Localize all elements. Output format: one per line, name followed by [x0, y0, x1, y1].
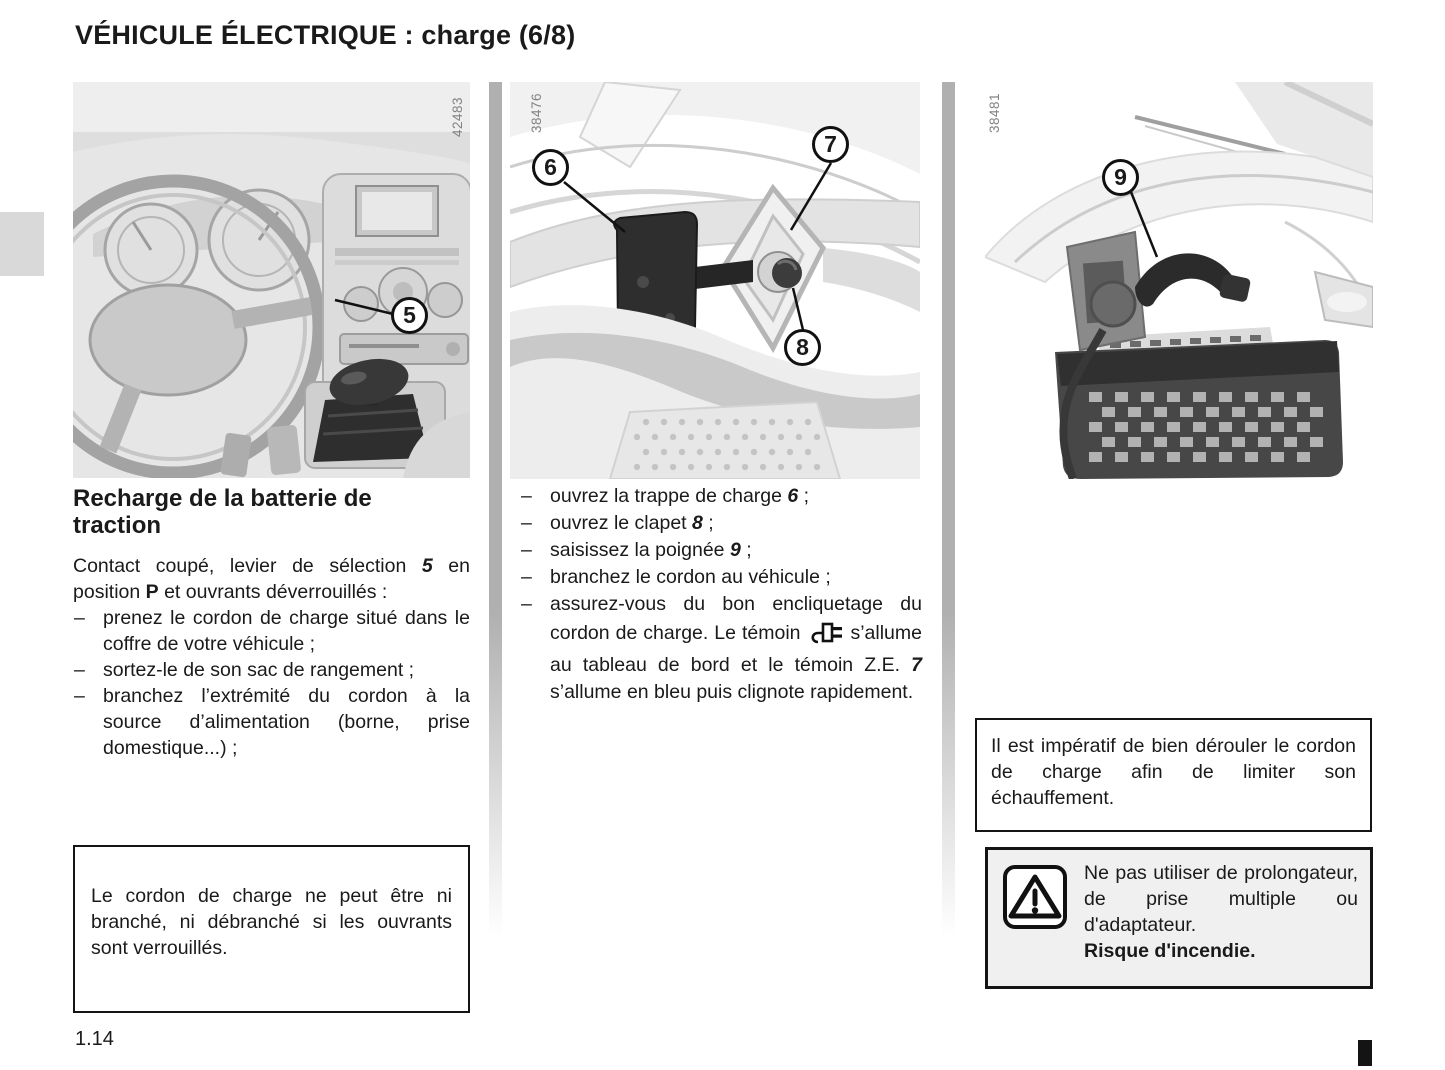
list-item: –ouvrez le clapet 8 ; — [521, 512, 714, 534]
photo-code-label: 38476 — [529, 92, 544, 133]
page-corner-marker — [1358, 1040, 1372, 1066]
charging-indicator-plug-icon — [808, 618, 844, 652]
column-separator-bar — [489, 82, 502, 937]
warning-triangle-icon — [1002, 864, 1068, 976]
fire-risk-label: Risque d'incendie. — [1084, 940, 1256, 962]
note-box-cord-locked: Le cordon de charge ne peut être ni bran… — [73, 845, 470, 1013]
front-hatch-illustration — [510, 82, 920, 479]
dashboard-illustration — [73, 82, 470, 478]
section-tab-marker — [0, 212, 44, 276]
list-item: –saisissez la poignée 9 ; — [521, 539, 752, 561]
middle-text-column: –ouvrez la trappe de charge 6 ; –ouvrez … — [520, 483, 922, 706]
note-box-unroll-cord: Il est impératif de bien dérouler le cor… — [975, 718, 1372, 832]
figure-dashboard: 42483 5 — [73, 82, 470, 478]
item-ref-5: 5 — [421, 555, 433, 577]
left-text-column: Recharge de la batterie de traction Cont… — [73, 485, 470, 761]
callout-6: 6 — [532, 149, 569, 186]
item-ref-7: 7 — [911, 654, 922, 676]
list-item: –branchez le cordon au véhicule ; — [521, 566, 831, 588]
callout-7: 7 — [812, 126, 849, 163]
section-heading: Recharge de la batterie de traction — [73, 485, 372, 539]
page-number: 1.14 — [75, 1028, 114, 1050]
gear-position-p: P — [145, 581, 159, 603]
item-ref-6: 6 — [787, 485, 799, 507]
item-ref-8: 8 — [692, 512, 703, 534]
list-item: –ouvrez la trappe de charge 6 ; — [521, 485, 810, 507]
figure-charging: 38481 9 — [985, 82, 1373, 479]
page-title: VÉHICULE ÉLECTRIQUE : charge (6/8) — [75, 20, 576, 50]
warning-text: Ne pas utiliser de prolon­gateur, de pri… — [1084, 862, 1358, 962]
callout-8: 8 — [784, 329, 821, 366]
warning-box-fire-risk: Ne pas utiliser de prolon­gateur, de pri… — [985, 847, 1373, 989]
figure-front-hatch: 38476 6 7 8 — [510, 82, 920, 479]
item-ref-9: 9 — [729, 539, 741, 561]
list-item: –sortez-le de son sac de rangement ; — [74, 659, 415, 681]
list-item: –assurez-vous du bon encliquetage du cor… — [521, 593, 922, 703]
charging-illustration — [985, 82, 1373, 479]
photo-code-label: 42483 — [450, 96, 465, 137]
list-item: –branchez l’extrémité du cordon à la sou… — [74, 685, 470, 759]
callout-5: 5 — [391, 297, 428, 334]
intro-paragraph: Contact coupé, levier de sélection 5 en … — [73, 555, 470, 603]
list-item: –prenez le cordon de charge situé dans l… — [74, 607, 470, 655]
photo-code-label: 38481 — [987, 92, 1002, 133]
column-separator-bar — [942, 82, 955, 937]
callout-9: 9 — [1102, 159, 1139, 196]
